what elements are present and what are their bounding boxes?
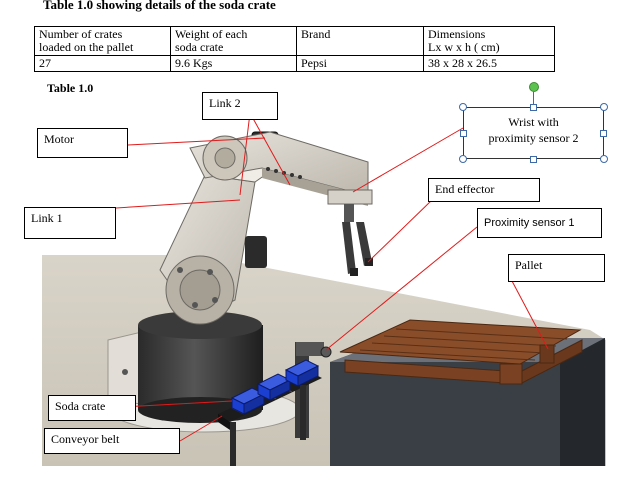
wrist-label-line-2: proximity sensor 2 xyxy=(488,131,579,145)
callout-pallet: Pallet xyxy=(508,254,605,282)
callout-wrist-selected[interactable]: Wrist with proximity sensor 2 xyxy=(463,107,604,159)
table-cell: 27 xyxy=(34,55,171,72)
callout-end-effector: End effector xyxy=(428,178,540,202)
pallet-shape xyxy=(339,319,583,385)
callout-soda-crate: Soda crate xyxy=(48,395,136,421)
resize-handle-bottom-right[interactable] xyxy=(600,155,608,163)
resize-handle-top-right[interactable] xyxy=(600,103,608,111)
end-effector-shape xyxy=(327,189,373,276)
wrist-label-line-1: Wrist with xyxy=(508,115,559,129)
table-caption-bottom: Table 1.0 xyxy=(47,81,94,95)
soda-crates-shape xyxy=(230,359,320,415)
resize-handle-bottom-left[interactable] xyxy=(459,155,467,163)
resize-handle-right[interactable] xyxy=(600,130,607,137)
callout-link-1: Link 1 xyxy=(24,207,116,239)
table-cell: Pepsi xyxy=(296,55,424,72)
rotate-handle-stem xyxy=(533,92,534,104)
table-cell: 9.6 Kgs xyxy=(170,55,297,72)
table-cell: 38 x 28 x 26.5 xyxy=(423,55,555,72)
leader-lines xyxy=(115,112,549,442)
callout-wrist-text: Wrist with proximity sensor 2 xyxy=(464,108,603,146)
table-row: 27 9.6 Kgs Pepsi 38 x 28 x 26.5 xyxy=(34,55,555,72)
table-caption-top: Table 1.0 showing details of the soda cr… xyxy=(43,0,276,12)
callout-link-2: Link 2 xyxy=(202,92,278,120)
callout-proximity-sensor-1: Proximity sensor 1 xyxy=(477,208,602,238)
callout-conveyor-belt: Conveyor belt xyxy=(44,428,180,454)
resize-handle-left[interactable] xyxy=(460,130,467,137)
resize-handle-bottom[interactable] xyxy=(530,156,537,163)
callout-motor: Motor xyxy=(37,128,128,158)
resize-handle-top[interactable] xyxy=(530,104,537,111)
rotate-handle[interactable] xyxy=(529,82,539,92)
resize-handle-top-left[interactable] xyxy=(459,103,467,111)
